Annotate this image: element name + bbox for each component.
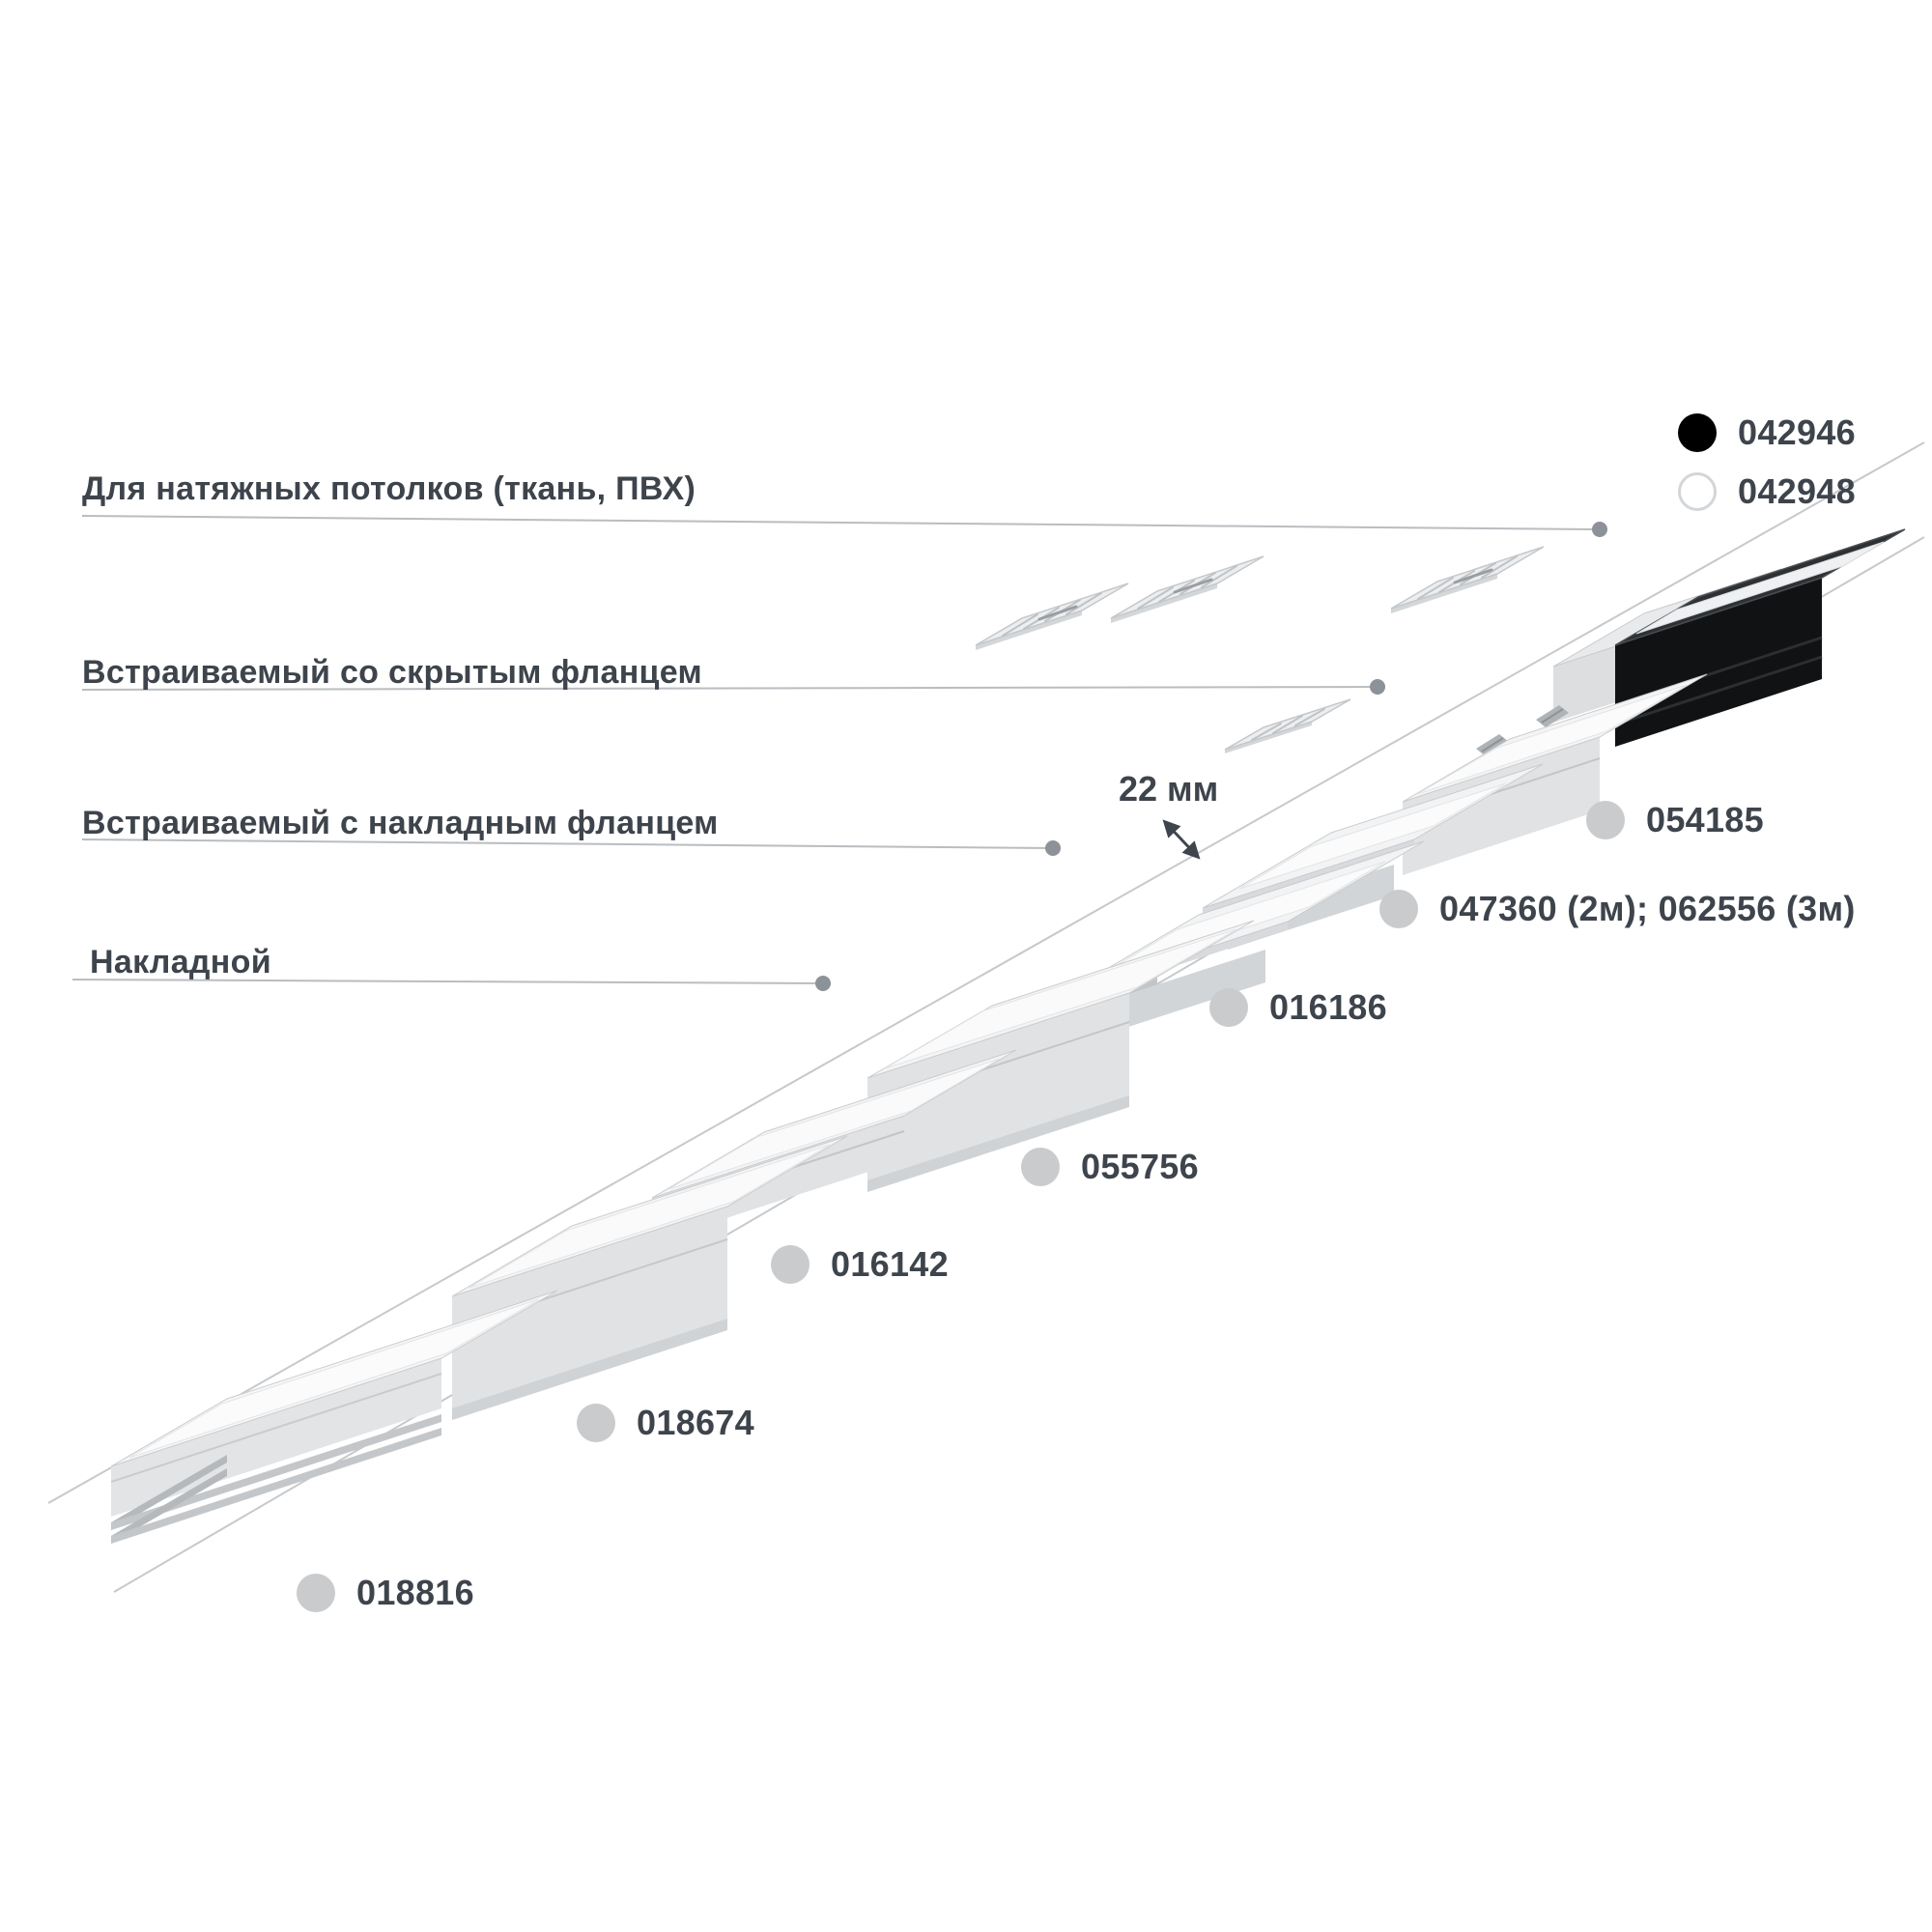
product-code: 054185 — [1646, 800, 1764, 839]
product-marker-icon — [771, 1245, 810, 1284]
product-marker-icon — [1021, 1148, 1060, 1186]
legend-row-black: 042946 — [1678, 412, 1856, 453]
legend-row-white: 042948 — [1678, 471, 1856, 512]
profile-018674-graphic — [451, 1135, 848, 1420]
product-code: 018674 — [637, 1403, 754, 1442]
product-row-054185: 054185 — [1586, 800, 1764, 840]
product-row-016142: 016142 — [771, 1244, 949, 1285]
product-code: 055756 — [1081, 1147, 1199, 1186]
legend-code: 042948 — [1738, 471, 1856, 511]
product-row-018674: 018674 — [577, 1403, 754, 1443]
dimension-label-22mm: 22 мм — [1119, 769, 1219, 809]
profile-018816-graphic — [110, 1290, 558, 1544]
color-marker-black-icon — [1678, 413, 1717, 452]
product-code: 018816 — [356, 1573, 474, 1612]
product-code: 016186 — [1269, 987, 1387, 1027]
product-row-055756: 055756 — [1021, 1147, 1199, 1187]
category-pointer-dots — [815, 522, 1607, 991]
dimension-arrow — [1162, 819, 1201, 860]
color-marker-white-icon — [1678, 472, 1717, 511]
category-label-recessed-hidden-flange: Встраиваемый со скрытым фланцем — [82, 654, 702, 691]
category-label-stretch-ceiling: Для натяжных потолков (ткань, ПВХ) — [82, 470, 696, 507]
category-label-recessed-surface-flange: Встраиваемый с накладным фланцем — [82, 805, 719, 841]
product-marker-icon — [1586, 801, 1625, 839]
product-code: 047360 (2м); 062556 (3м) — [1439, 889, 1856, 928]
product-marker-icon — [297, 1574, 335, 1612]
product-row-016186: 016186 — [1209, 987, 1387, 1028]
mounting-clip-graphic — [975, 546, 1545, 753]
product-marker-icon — [577, 1404, 615, 1442]
profile-054185-graphic — [1402, 673, 1708, 875]
legend-code: 042946 — [1738, 412, 1856, 452]
product-marker-icon — [1379, 890, 1418, 928]
product-code: 016142 — [831, 1244, 949, 1284]
product-row-018816: 018816 — [297, 1573, 474, 1613]
category-label-surface-mounted: Накладной — [90, 944, 271, 980]
product-row-047360: 047360 (2м); 062556 (3м) — [1379, 889, 1856, 929]
product-marker-icon — [1209, 988, 1248, 1027]
category-pointer-lines — [71, 515, 1601, 984]
